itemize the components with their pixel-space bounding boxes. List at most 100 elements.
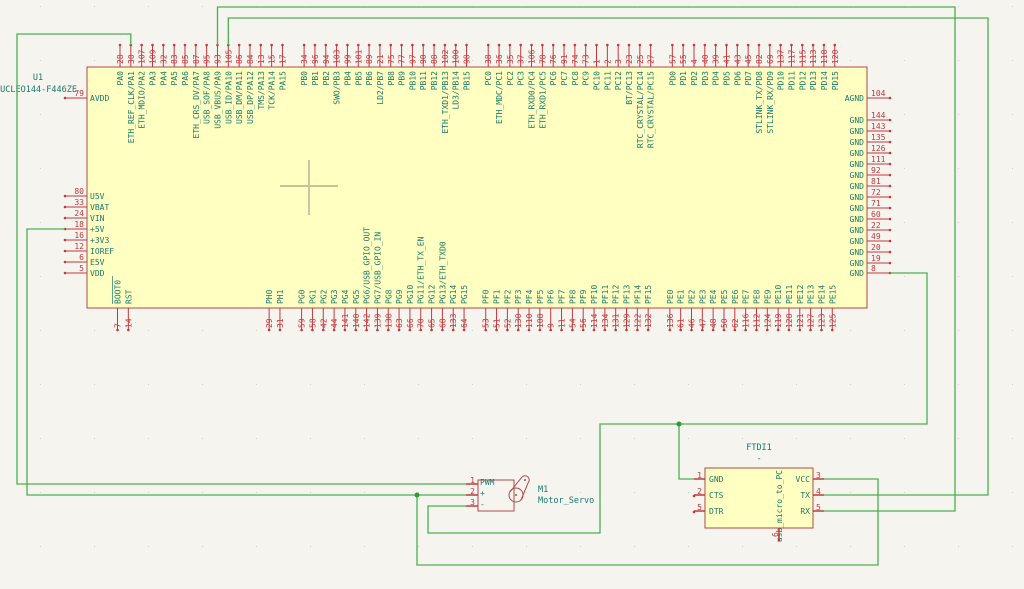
servo-pin-3[interactable]: 3- (466, 498, 485, 509)
ftdi-pin-6[interactable]: 6 (771, 528, 781, 542)
ftdi-pin-tx[interactable]: 4TX (800, 487, 824, 500)
u1-body[interactable] (86, 66, 868, 309)
wire-pa10-to-ftdi-tx[interactable] (227, 17, 989, 496)
wire-gnd-to-servo-minus[interactable] (427, 272, 928, 534)
component-u1[interactable]: U1NUCLEO144-F446ZE28PA030ETH_REF_CLK/PA1… (0, 43, 892, 332)
wire-gnd-to-ftdi-gnd[interactable] (678, 424, 694, 480)
u1-pin--3v3[interactable]: 16+3V3 (63, 231, 110, 245)
servo-pin-2[interactable]: 2+ (466, 487, 485, 498)
